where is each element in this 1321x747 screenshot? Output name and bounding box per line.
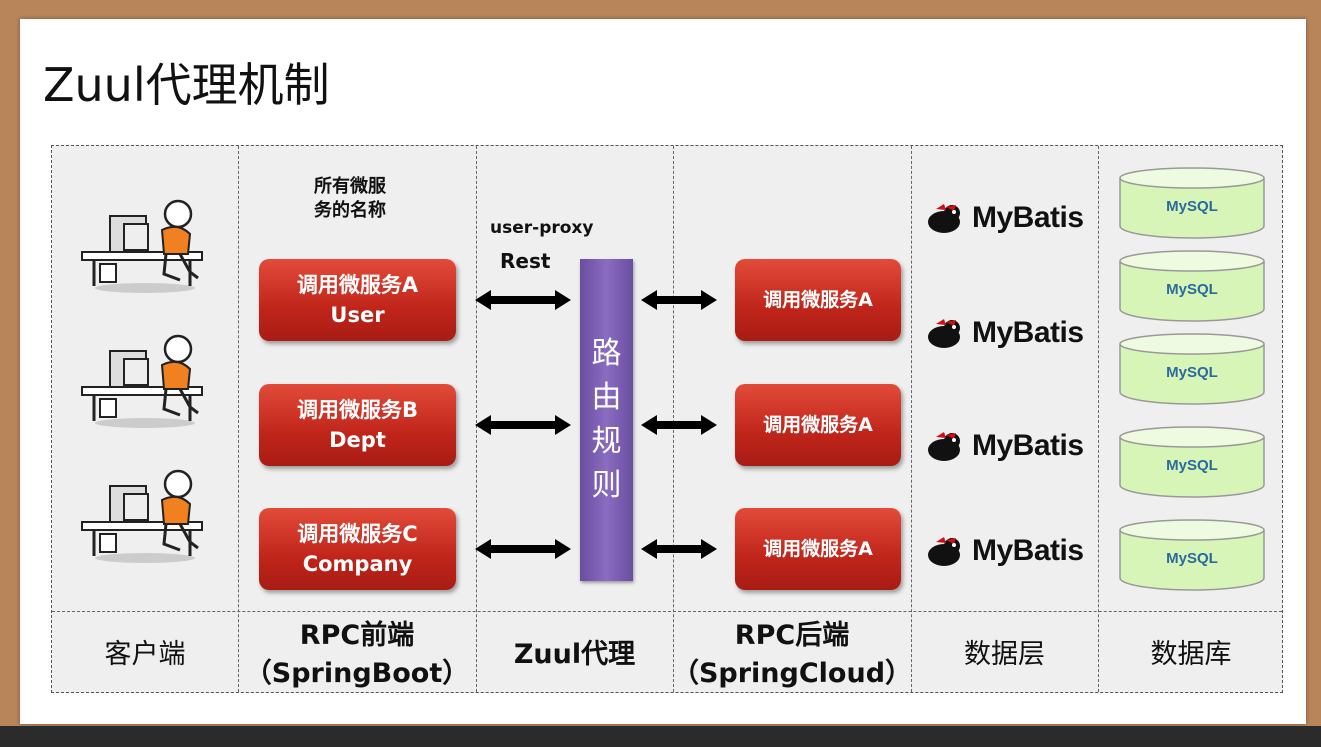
frontend-service-b-button[interactable]: 调用微服务B Dept (259, 384, 456, 466)
backend-service-button[interactable]: 调用微服务A (735, 384, 901, 466)
column-divider (238, 146, 239, 692)
double-arrow-icon (641, 290, 717, 310)
service-label: 调用微服务B (296, 398, 418, 422)
mybatis-label: MyBatis (972, 534, 1084, 567)
double-arrow-icon (475, 539, 571, 559)
mybatis-logo: MyBatis (922, 315, 1084, 351)
mysql-label: MySQL (1166, 550, 1218, 567)
mybatis-bird-icon (928, 204, 960, 233)
mybatis-label: MyBatis (972, 429, 1084, 462)
mybatis-bird-icon (928, 537, 960, 566)
service-label: 调用微服务A (763, 414, 873, 436)
backend-service-button[interactable]: 调用微服务A (735, 259, 901, 341)
service-label: 调用微服务A (763, 538, 873, 560)
mybatis-bird-icon (928, 319, 960, 348)
router-char: 路 (591, 336, 622, 371)
column-label-rpc-backend: RPC后端 （SpringCloud） (671, 620, 913, 690)
column-divider (911, 146, 912, 692)
mysql-database-icon: MySQL (1119, 167, 1265, 239)
mybatis-label: MyBatis (972, 201, 1084, 234)
proxy-name-label: user-proxy (490, 218, 594, 238)
mysql-database-icon: MySQL (1119, 426, 1265, 498)
column-label-client: 客户端 (52, 620, 238, 690)
mysql-label: MySQL (1166, 457, 1218, 474)
double-arrow-icon (641, 415, 717, 435)
column-label-text: RPC前端 (299, 620, 415, 651)
proxy-protocol-label: Rest (500, 249, 551, 273)
router-char: 则 (591, 468, 622, 503)
column-label-subtext: （SpringBoot） (244, 658, 470, 689)
column-label-text: 数据库 (1150, 639, 1232, 670)
mybatis-logo: MyBatis (922, 200, 1084, 236)
slide: Zuul代理机制 客户端 RPC前端 （SpringBoot） Zuul代理 R… (20, 19, 1306, 724)
column-label-database: 数据库 (1098, 620, 1284, 690)
routing-rules-bar: 路 由 规 则 (580, 259, 633, 581)
column-label-text: 客户端 (104, 639, 186, 670)
column-label-zuul-proxy: Zuul代理 (476, 620, 673, 690)
label-row-divider (52, 611, 1282, 612)
frontend-service-c-button[interactable]: 调用微服务C Company (259, 508, 456, 590)
mysql-database-icon: MySQL (1119, 333, 1265, 405)
mybatis-logo: MyBatis (922, 428, 1084, 464)
double-arrow-icon (475, 290, 571, 310)
column-label-text: Zuul代理 (513, 639, 636, 670)
column-label-data-layer: 数据层 (911, 620, 1098, 690)
router-char: 规 (591, 424, 622, 459)
mybatis-logo: MyBatis (922, 533, 1084, 569)
column-label-subtext: （SpringCloud） (671, 658, 913, 689)
service-sublabel: User (330, 303, 385, 327)
note-line: 务的名称 (314, 200, 386, 221)
client-user-icon (81, 199, 203, 293)
service-label: 调用微服务A (763, 289, 873, 311)
mybatis-bird-icon (928, 432, 960, 461)
router-char: 由 (591, 380, 622, 415)
client-user-icon (81, 469, 203, 563)
double-arrow-icon (641, 539, 717, 559)
frontend-service-a-button[interactable]: 调用微服务A User (259, 259, 456, 341)
note-line: 所有微服 (314, 176, 386, 197)
mysql-database-icon: MySQL (1119, 250, 1265, 322)
service-sublabel: Company (302, 552, 413, 576)
column-divider (673, 146, 674, 692)
mysql-label: MySQL (1166, 281, 1218, 298)
service-label: 调用微服务A (296, 273, 419, 297)
column-label-text: RPC后端 (734, 620, 850, 651)
client-user-icon (81, 334, 203, 428)
mybatis-label: MyBatis (972, 316, 1084, 349)
mysql-label: MySQL (1166, 364, 1218, 381)
mysql-database-icon: MySQL (1119, 519, 1265, 591)
service-sublabel: Dept (329, 428, 386, 452)
slide-title: Zuul代理机制 (43, 58, 330, 112)
mysql-label: MySQL (1166, 198, 1218, 215)
double-arrow-icon (475, 415, 571, 435)
column-label-text: 数据层 (964, 639, 1045, 670)
column-divider (1098, 146, 1099, 692)
column-divider (476, 146, 477, 692)
backend-service-button[interactable]: 调用微服务A (735, 508, 901, 590)
bottom-bar (0, 726, 1321, 747)
column-label-rpc-frontend: RPC前端 （SpringBoot） (238, 620, 476, 690)
service-names-note: 所有微服 务的名称 (314, 175, 386, 223)
diagram-grid: 客户端 RPC前端 （SpringBoot） Zuul代理 RPC后端 （Spr… (51, 145, 1283, 693)
service-label: 调用微服务C (297, 522, 418, 546)
